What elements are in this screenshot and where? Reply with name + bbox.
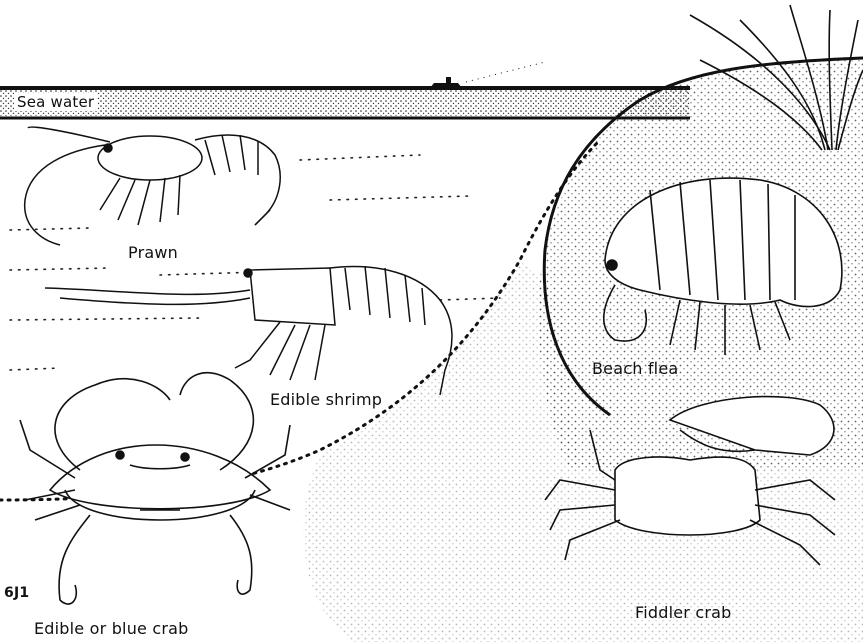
water-dots [10, 155, 500, 370]
sea-water-band [0, 88, 690, 118]
plate-mark: 6J1 [4, 585, 29, 601]
blue-crab-drawing [20, 373, 290, 604]
label-blue-crab: Edible or blue crab [34, 619, 189, 638]
label-beach-flea: Beach flea [592, 359, 678, 378]
label-sea-water: Sea water [14, 93, 97, 111]
prawn-drawing [25, 127, 281, 245]
label-prawn: Prawn [128, 243, 178, 262]
edible-shrimp-drawing [45, 266, 452, 395]
boat-icon [430, 62, 545, 88]
label-edible-shrimp: Edible shrimp [270, 390, 382, 409]
label-fiddler-crab: Fiddler crab [635, 603, 732, 622]
